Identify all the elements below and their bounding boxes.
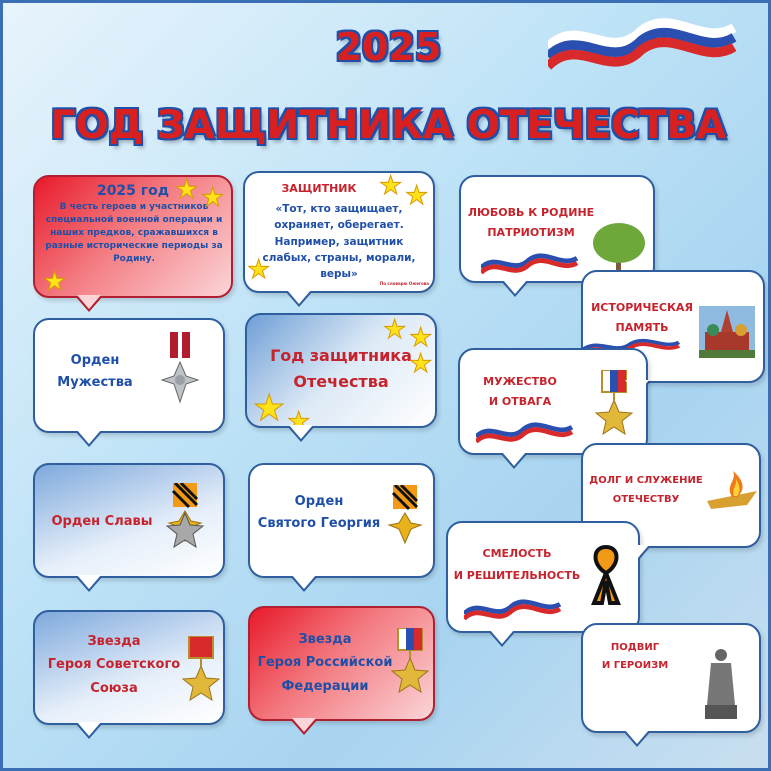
defender-source: По словарю Ожегова	[379, 281, 429, 286]
order-glory-medal-icon	[165, 483, 205, 549]
value-card-memory: ИСТОРИЧЕСКАЯ ПАМЯТЬ	[581, 270, 765, 397]
value-line2: ПАТРИОТИЗМ	[487, 225, 575, 239]
defender-title: ЗАЩИТНИК	[281, 182, 357, 195]
star-icon: ★	[252, 388, 286, 429]
ussr-hero-line1: Звезда	[87, 634, 141, 649]
star-icon: ★	[42, 267, 67, 297]
order-courage-line1: Орден	[70, 353, 120, 368]
cathedral-icon	[699, 306, 755, 358]
ussr-hero-line3: Союза	[90, 680, 138, 696]
value-line1: ЛЮБОВЬ К РОДИНЕ	[467, 206, 595, 219]
year-title-line1: Год защитника	[270, 346, 412, 365]
defender-quote: «Тот, кто защищает, охраняет, оберегает.…	[262, 203, 416, 281]
star-icon: ★	[382, 315, 407, 345]
eternal-flame-icon	[707, 471, 757, 509]
ussr-hero-line2: Героя Советского	[47, 657, 181, 673]
value-card-heroism: ПОДВИГ И ГЕРОИЗМ	[581, 623, 761, 747]
value-card-patriotism: ЛЮБОВЬ К РОДИНЕ ПАТРИОТИЗМ	[459, 175, 655, 297]
star-icon: ★	[378, 171, 403, 201]
star-icon: ★	[200, 183, 225, 213]
page-title: ГОД ЗАЩИТНИКА ОТЕЧЕСТВА	[50, 103, 727, 148]
star-icon: ★	[174, 175, 199, 205]
value-card-courage: МУЖЕСТВО И ОТВАГА	[458, 348, 648, 469]
value-line1: ПОДВИГ	[610, 642, 660, 653]
rf-hero-line1: Звезда	[298, 632, 352, 647]
value-card-duty: ДОЛГ И СЛУЖЕНИЕ ОТЕЧЕСТВУ	[581, 443, 761, 562]
order-glory-label: Орден Славы	[51, 514, 153, 529]
order-george-line2: Святого Георгия	[257, 516, 381, 532]
value-line2: ПАМЯТЬ	[615, 320, 669, 334]
flag-ribbon-icon	[481, 247, 581, 287]
ussr-hero-star-icon	[182, 636, 220, 701]
value-line2: И РЕШИТЕЛЬНОСТЬ	[453, 569, 581, 582]
intro-title: 2025 год	[96, 183, 170, 199]
value-line2: И ОТВАГА	[488, 394, 552, 408]
rf-hero-line2: Героя Российской	[257, 655, 393, 671]
tree-icon	[593, 223, 645, 271]
order-st-george-medal-icon	[387, 485, 423, 545]
star-icon: ★	[408, 349, 433, 379]
intro-text: В честь героев и участников специальной …	[45, 202, 223, 265]
value-line1: СМЕЛОСТЬ	[482, 547, 552, 560]
card-order-glory: Орден Славы	[33, 463, 225, 592]
star-icon: ★	[286, 407, 311, 437]
flag-ribbon-icon	[464, 593, 564, 633]
monument-icon	[705, 649, 737, 719]
value-line2: И ГЕРОИЗМ	[601, 660, 669, 671]
value-line1: ДОЛГ И СЛУЖЕНИЕ	[589, 475, 703, 486]
order-courage-medal-icon	[160, 332, 200, 404]
year-heading: 2025	[335, 25, 442, 69]
star-icon: ★	[404, 181, 429, 211]
star-icon: ★	[408, 323, 433, 353]
year-title-line2: Отечества	[293, 371, 389, 391]
value-line1: МУЖЕСТВО	[483, 375, 557, 388]
rf-hero-line3: Федерации	[281, 678, 369, 694]
order-george-line1: Орден	[294, 494, 344, 509]
star-icon: ★	[246, 255, 271, 285]
value-line1: ИСТОРИЧЕСКАЯ	[591, 301, 693, 314]
rf-hero-star-icon	[391, 628, 429, 693]
value-card-boldness: СМЕЛОСТЬ И РЕШИТЕЛЬНОСТЬ	[446, 521, 640, 647]
card-intro: 2025 год В честь героев и участников спе…	[33, 175, 233, 312]
st-george-ribbon-icon	[591, 545, 621, 605]
value-line2: ОТЕЧЕСТВУ	[612, 494, 680, 505]
order-courage-line2: Мужества	[57, 375, 133, 391]
card-defender: ЗАЩИТНИК «Тот, кто защищает, охраняет, о…	[243, 171, 435, 307]
flag-ribbon-icon	[476, 416, 576, 456]
